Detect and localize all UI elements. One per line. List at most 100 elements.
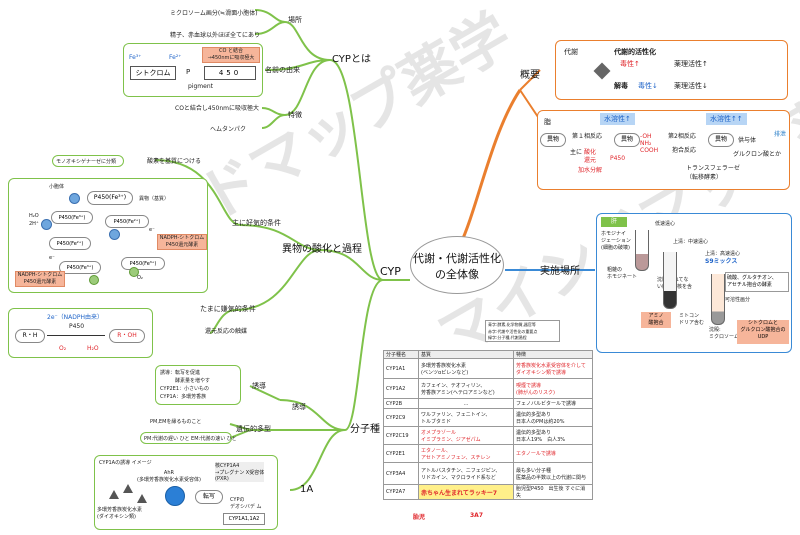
cyp-about-label[interactable]: CYPとは [332,54,371,65]
donor-label: 供与体 [738,137,757,144]
table-cell: CYP1A2 [383,378,419,399]
cyp-branch-label[interactable]: CYP [380,265,401,278]
p450-label: P450 [610,155,626,162]
aerobic-label[interactable]: 主に好気的条件 [232,219,281,227]
induction-item: 誘導：転写を促進 酵素量を増やす CYP2E1：小さいもの CYP1A：多環芳香… [160,370,211,400]
cyto-box: シトクロムと グルクロン酸抱合の UDP [737,320,789,344]
groups-label: -OH NH₂ COOH [640,133,659,154]
num-box: 450 [204,66,256,80]
cycle-title: 小胞体 [49,184,65,190]
high-label: 上清：高速遠心 [705,251,741,257]
xeno-node-2: 異物 [614,133,640,147]
phase-box: 脂 水溶性↑ 水溶性↑↑ 異物 第１相反応 第2相反応 異物 -OH NH₂ C… [537,110,790,190]
ox-label: 酸化 [584,149,597,156]
name-origin-box: Fe³⁺ Fe²⁺ CO と結合 →450nmに吸収極大 シトクロム P 450… [123,43,263,97]
table-cell: エタノール、 アセトアミノフェン、スチレン [418,444,514,463]
nuclear-label: 核CYP1A4 →プレグナン X受容体 (PXR) [215,462,265,482]
tube-1 [635,230,649,271]
phase1-label: 第１相反応 [572,133,603,140]
cycle-state-1: P450(Fe³⁺) [87,191,133,205]
table-cell: エタノールで誘導 [513,444,593,463]
mid-label: 上清：中速遠心 [673,239,709,245]
co-note: CO と結合 →450nmに吸収極大 [202,47,260,63]
table-bottom-left: 胎児 [413,514,426,521]
reaction-left: R・H [15,329,45,343]
table-cell: CYP2C19 [383,426,419,445]
overview-label[interactable]: 概要 [520,70,540,81]
cycle-state-2: P450(Fe³⁺) [51,211,93,224]
feature-label[interactable]: 特徴 [288,111,302,119]
xeno-node-3: 異物 [708,133,734,147]
table-cell: アトルバスタチン、ニフェジピン、 リドカイン、マクロライド系など [418,462,514,485]
induction-label[interactable]: 誘導 [292,403,306,411]
phase2-label: 第2相反応 [668,133,696,140]
table-cell: オメプラゾール イミプラミン、ジアゼパム [418,426,514,445]
o-node-1 [129,267,139,277]
e-source: 2e⁻（NADPH由来） [47,314,104,321]
s-node-1 [69,193,80,204]
table-cell: 芳香族炭化水素受容体を介して ダイオキシン類で誘導 [513,358,593,379]
table-cell: フェノバルビタールで誘導 [513,398,593,409]
p-label: P [186,68,191,76]
o2-label: O₂ [137,275,143,281]
table-cell: CYP1A1 [383,358,419,379]
reaction-h2o: H₂O [87,345,99,352]
red-label: 還元 [584,157,597,164]
name-origin-label[interactable]: 名前の由来 [265,66,300,74]
molecular-label[interactable]: 分子種 [350,424,380,435]
polymorph-label[interactable]: 遺伝的多型 [236,425,271,433]
center-node[interactable]: 代謝・代謝活性化 の全体像 [410,236,504,294]
oxidation-label[interactable]: 異物の酸化と過程 [282,244,362,255]
twoh-label: 2H⁺ [29,221,39,227]
liver-head: 肝 [601,217,627,227]
table-cell: CYP2E1 [383,444,419,463]
hyd-label: 加水分解 [578,167,603,174]
water-head-2: 水溶性↑↑ [706,113,747,125]
table-header: 特徴 [513,350,593,359]
water-head-1: 水溶性↑ [600,113,635,125]
reaction-box: 2e⁻（NADPH由来） P450 R・H R・OH O₂ H₂O [8,308,153,358]
tube-3 [711,274,725,325]
table-header-row: 分子種名 基質 特徴 [383,350,593,359]
location-label[interactable]: 場所 [288,16,302,24]
activation-label: 代謝的活性化 [614,48,656,56]
table-header: 分子種名 [383,350,419,359]
cyp1a-label[interactable]: 1A [300,484,314,495]
reaction-o2: O₂ [59,345,67,352]
tube-2 [663,252,677,309]
table-cell: 赤ちゃん生まれてラッキー7 [418,484,514,500]
site-label[interactable]: 実施場所 [540,266,580,277]
polymorph-item-2-box: PM:代謝の遅い ひと EM:代謝の速い ひと [140,432,237,444]
table-cell: 多環芳香族炭化水素 (ベンツαピレンなど) [418,358,514,379]
inducer-triangles [109,484,149,504]
site-box: 肝 ホモジナイ ジェーション (細胞の破壊) 低速遠心 上清：中速遠心 上清：高… [596,213,792,353]
table-cell: 遺伝的多型あり 日本人19% 白人3% [513,426,593,445]
table-cell: 遺伝的多型あり 日本人のPMは約20% [513,408,593,427]
table-cell: CYP2B [383,398,419,409]
table-cell: ワルファリン、フェニトイン、 トルブタミド [418,408,514,427]
main-label: 主に [570,149,583,156]
aerobic-item-2: 酸素を基質につける [147,158,202,165]
cyp1a-title: CYP1Aの誘導 イメージ [99,460,152,466]
toxic-down: 毒性↓ [638,82,658,90]
table-cell: カフェイン、テオフィリン、 芳香族アミン(ヘテロアミンなど) [418,378,514,399]
table-cell: 胎児型P450 出生後 すぐに消失 [513,484,593,500]
table-row: CYP2B…フェノバルビタールで誘導 [383,398,593,409]
induction-box: 誘導：転写を促進 酵素量を増やす CYP2E1：小さいもの CYP1A：多環芳香… [155,365,241,405]
fe3-label: Fe³⁺ [129,54,142,61]
cycle-state-5: P450(Fe³⁺) [59,261,101,274]
soluble-box: 硫酸、グルタチオン、 アセチル抱合の酵素 [725,272,789,292]
ahr-node [165,486,185,506]
mito-label: ミトコン ドリア含む [679,313,705,326]
feature-item-1: COと結合し450nmに吸収極大 [175,105,260,112]
induction-sub-label[interactable]: 誘導 [252,382,266,390]
cycle-state-4: P450(Fe²⁺) [49,237,91,250]
anaerobic-label[interactable]: たまに嫌気的条件 [200,305,256,313]
table-cell: CYP3A4 [383,462,419,485]
aerobic-item-1: モノオキシゲナーゼに分類 [56,159,117,165]
excrete-label: 排泄 [774,131,787,138]
